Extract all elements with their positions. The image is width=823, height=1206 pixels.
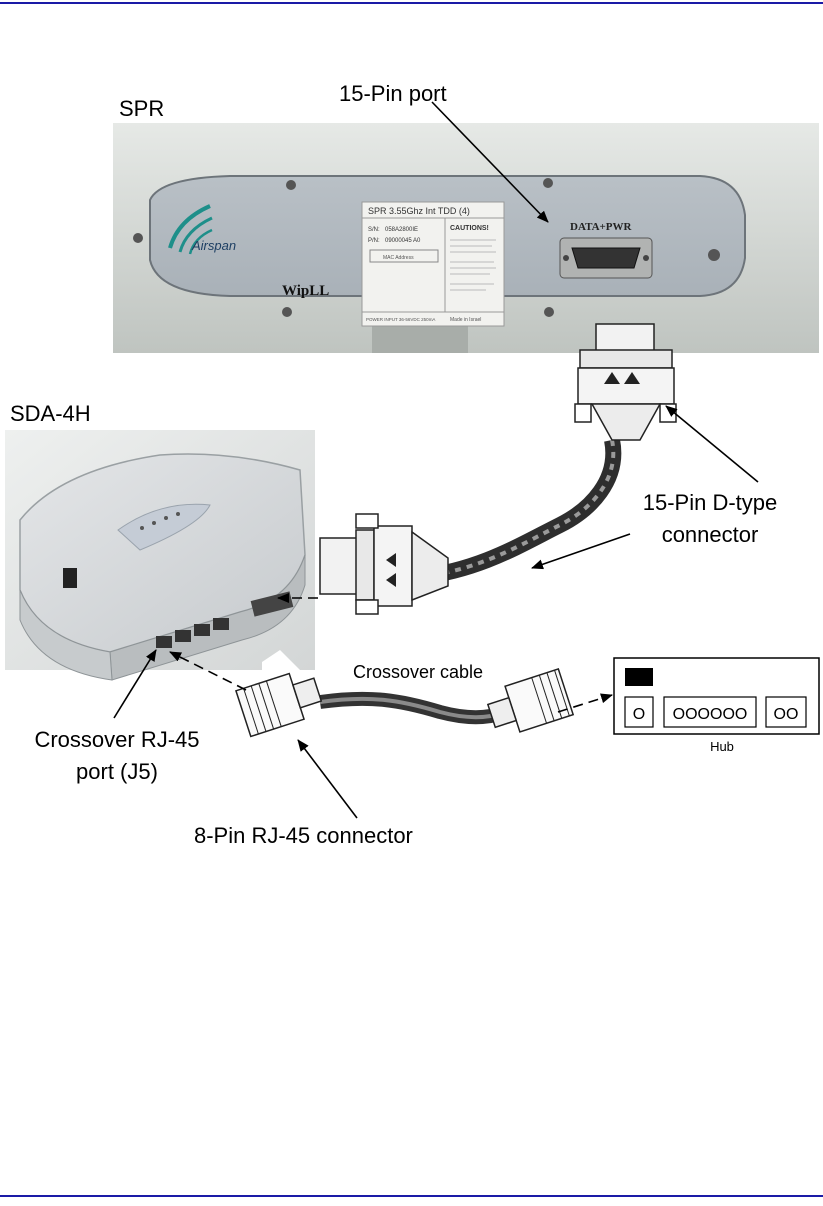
dtype-cable <box>420 440 613 577</box>
label-plate: SPR 3.55Ghz Int TDD (4) S/N: 058A2800IE … <box>362 202 504 326</box>
sda-unit <box>5 430 315 680</box>
label-15pin-port: 15-Pin port <box>339 81 447 106</box>
hub: O OOOOOO OO <box>614 658 819 734</box>
label-rj45-port-line1: Crossover RJ-45 <box>34 727 199 752</box>
label-dtype-line2: connector <box>662 522 759 547</box>
label-rj45-port-line2: port (J5) <box>76 759 158 784</box>
rj45-plug-right <box>484 669 573 739</box>
svg-text:MAC Address: MAC Address <box>383 255 414 261</box>
svg-text:P/N:: P/N: <box>368 238 380 244</box>
svg-text:CAUTIONS!: CAUTIONS! <box>450 225 489 232</box>
label-crossover-cable: Crossover cable <box>353 662 483 682</box>
brand-text: Airspan <box>191 238 236 253</box>
label-rj45-connector: 8-Pin RJ-45 connector <box>194 823 413 848</box>
label-sda: SDA-4H <box>10 401 91 426</box>
hub-ports-2-7: OOOOOO <box>673 706 748 723</box>
dtype-connector-left <box>320 514 448 614</box>
svg-text:058A2800IE: 058A2800IE <box>385 227 418 233</box>
hub-ports-8-9: OO <box>774 706 799 723</box>
model-mark: WipLL <box>282 283 329 299</box>
label-hub: Hub <box>710 739 734 754</box>
label-dtype-line1: 15-Pin D-type <box>643 490 778 515</box>
port-silkscreen: DATA+PWR <box>570 221 633 233</box>
spr-15pin-port <box>560 238 652 278</box>
rj45-plug-left <box>236 667 325 737</box>
svg-text:S/N:: S/N: <box>368 227 380 233</box>
crossover-cable <box>320 699 505 717</box>
svg-text:SPR 3.55Ghz Int TDD (4): SPR 3.55Ghz Int TDD (4) <box>368 206 470 216</box>
hub-port-1: O <box>633 706 645 723</box>
svg-text:Made in Israel: Made in Israel <box>450 317 481 323</box>
label-spr: SPR <box>119 96 164 121</box>
svg-text:09000045 A0: 09000045 A0 <box>385 238 421 244</box>
spr-unit: Airspan WipLL SPR 3.55Ghz Int TDD (4) S/… <box>113 123 819 353</box>
svg-text:POWER INPUT 36-56VDC 250mA: POWER INPUT 36-56VDC 250mA <box>366 317 435 322</box>
